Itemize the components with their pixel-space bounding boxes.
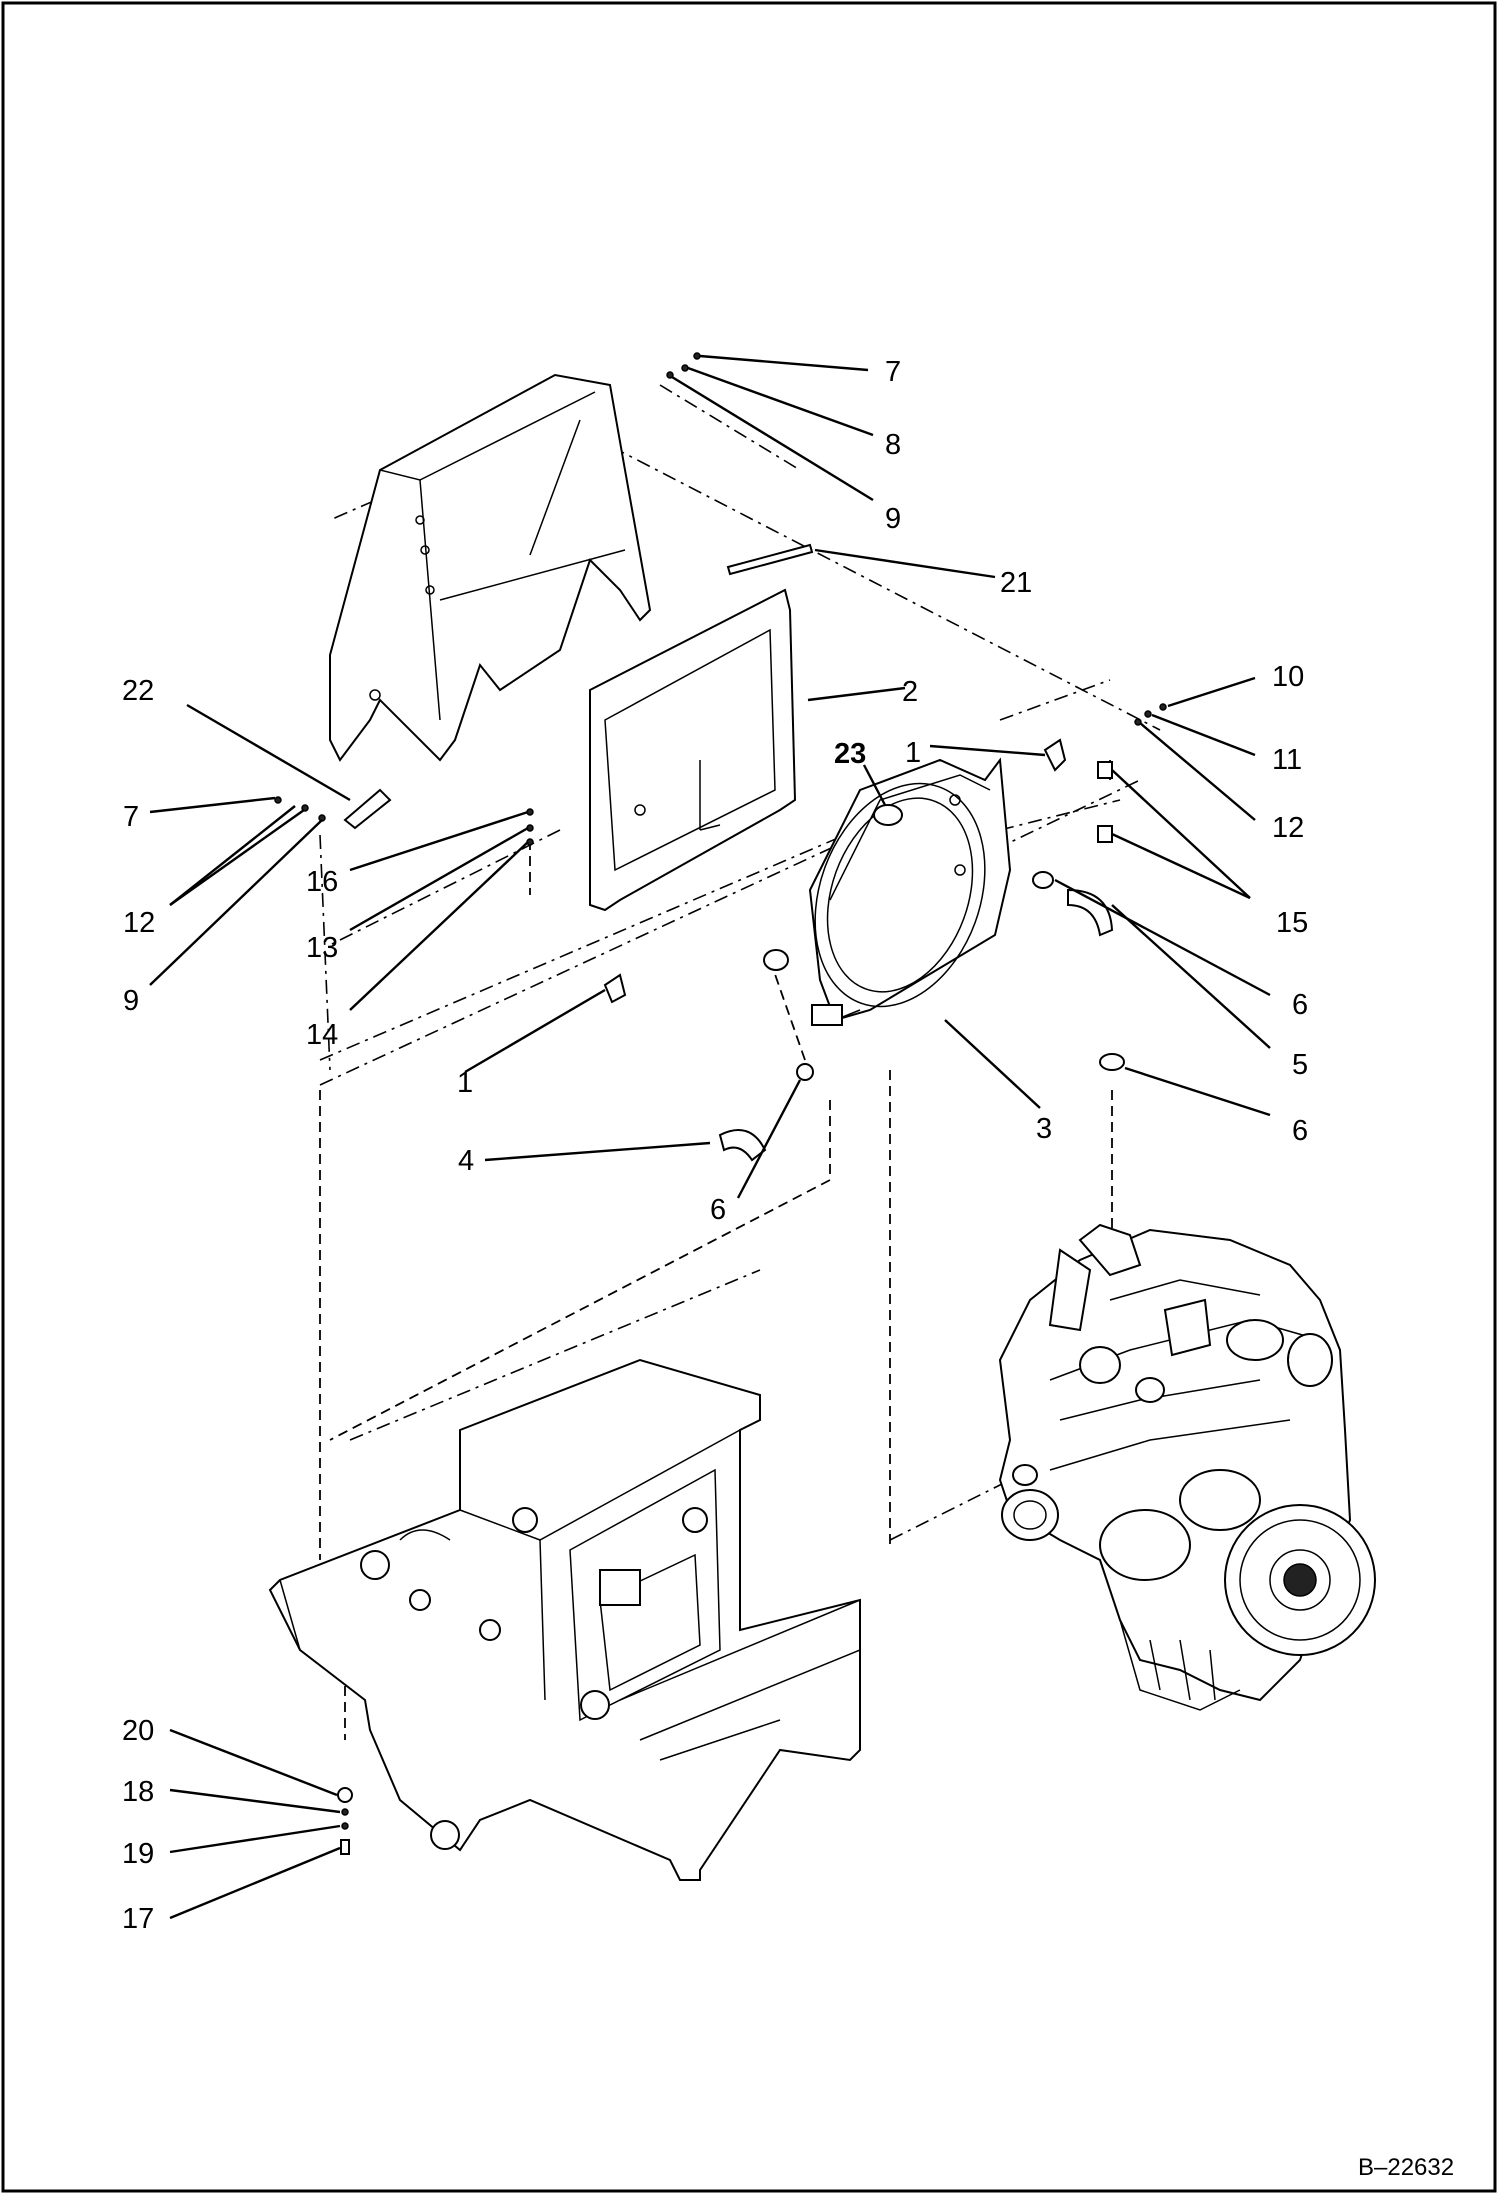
drawing-number: B–22632 [1358,2154,1454,2181]
callout-7-top: 7 [885,356,901,388]
engine-assembly [998,1223,1376,1711]
callout-18: 18 [122,1776,154,1808]
callout-4: 4 [458,1145,474,1177]
callout-13: 13 [306,932,338,964]
engine-mount-frame [268,1358,861,1881]
callout-9-left: 9 [123,985,139,1017]
callout-6-upper: 6 [1292,989,1308,1021]
callout-21: 21 [1000,567,1032,599]
callout-7-left: 7 [123,801,139,833]
side-panel [589,588,797,912]
callout-10: 10 [1272,661,1304,693]
small-hardware [274,352,1167,1855]
callout-20: 20 [122,1715,154,1747]
callout-6-lower: 6 [710,1194,726,1226]
callout-19: 19 [122,1838,154,1870]
radiator [808,757,1012,1026]
callout-23: 23 [834,738,866,770]
engine-shroud [329,373,652,762]
callout-15: 15 [1276,907,1308,939]
callout-17: 17 [122,1903,154,1935]
callout-1-upper: 1 [905,737,921,769]
callout-22: 22 [122,675,154,707]
callout-14: 14 [306,1019,338,1051]
callout-12-left: 12 [123,907,155,939]
callout-5: 5 [1292,1049,1308,1081]
callout-3: 3 [1036,1113,1052,1145]
callout-6-right: 6 [1292,1115,1308,1147]
leader-lines [149,354,1271,1920]
callout-8-top: 8 [885,429,901,461]
callout-12-right: 12 [1272,812,1304,844]
callout-labels: 7 8 9 21 2 10 22 11 1 23 7 12 16 12 15 1… [122,356,1308,1935]
callout-9-top: 9 [885,503,901,535]
callout-16: 16 [306,866,338,898]
callout-11: 11 [1272,744,1302,776]
callout-1-lower: 1 [457,1067,473,1099]
callout-2: 2 [902,676,918,708]
